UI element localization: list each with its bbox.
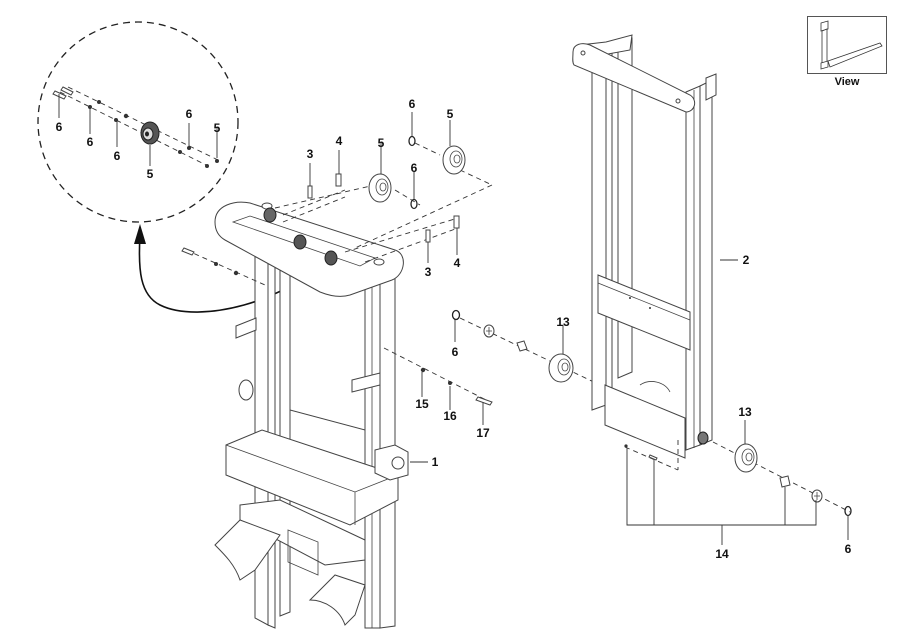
- roller-7: [140, 121, 160, 145]
- callout-1: 1: [432, 455, 439, 469]
- callout-2: 2: [743, 253, 750, 267]
- bottom-roller-group: 13 6 14: [624, 405, 852, 561]
- callout-5-left: 5: [378, 136, 385, 150]
- callout-13-right: 13: [738, 405, 752, 419]
- callout-10: 6: [114, 149, 121, 163]
- callout-14: 14: [715, 547, 729, 561]
- view-label: View: [834, 76, 860, 88]
- callout-5-right: 5: [447, 107, 454, 121]
- top-roller-group: 3 4 5 6 5 6 3 4: [274, 97, 493, 279]
- crossbar-bolts: [181, 247, 266, 286]
- side-roller-group: 6 13 15 16 17: [383, 309, 601, 440]
- outer-mast: 2: [572, 34, 750, 459]
- callout-6-top: 6: [409, 97, 416, 111]
- callout-17: 17: [476, 426, 490, 440]
- view-inset: [807, 16, 887, 74]
- callout-11: 6: [87, 135, 94, 149]
- callout-3-right: 3: [425, 265, 432, 279]
- callout-6-bottom: 6: [845, 542, 852, 556]
- callout-7: 5: [147, 167, 154, 181]
- detail-circle: 6 6 6 5 6 5: [37, 21, 239, 223]
- callout-15: 15: [415, 397, 429, 411]
- callout-4-top: 4: [336, 134, 343, 148]
- callout-6-left: 6: [452, 345, 459, 359]
- callout-6-middle: 6: [411, 161, 418, 175]
- callout-9: 6: [186, 107, 193, 121]
- callout-13-left: 13: [556, 315, 570, 329]
- callout-4-right: 4: [454, 256, 461, 270]
- callout-8: 5: [214, 121, 221, 135]
- callout-12: 6: [56, 120, 63, 134]
- callout-16: 16: [443, 409, 457, 423]
- fork-view-icon: [820, 20, 883, 70]
- callout-3-top: 3: [307, 147, 314, 161]
- inner-mast-carriage: [214, 201, 409, 629]
